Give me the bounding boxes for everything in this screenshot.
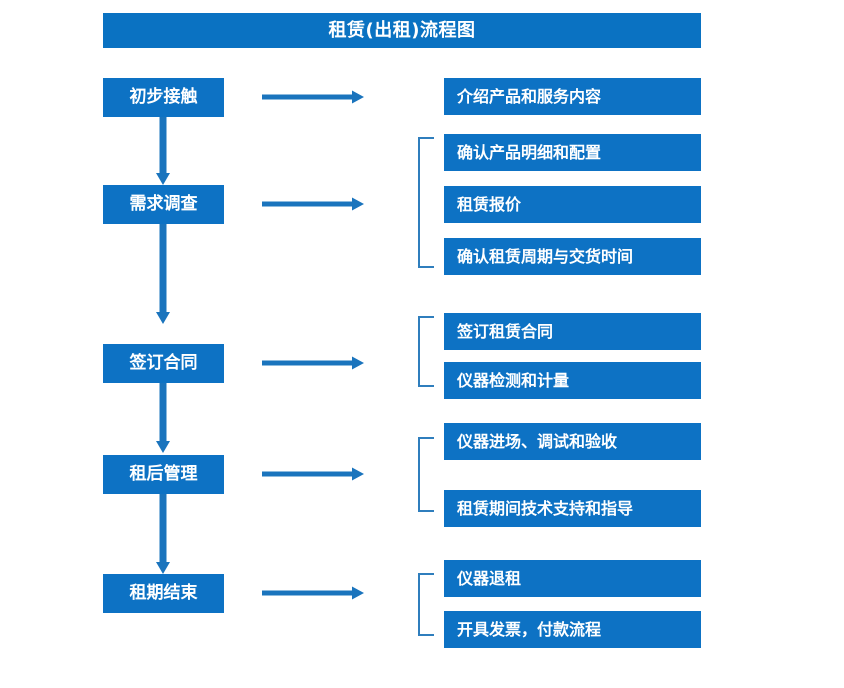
stage-label: 租期结束 xyxy=(129,583,198,603)
right-arrow-icon xyxy=(262,197,364,211)
detail-box-technical-support[interactable]: 租赁期间技术支持和指导 xyxy=(444,490,701,527)
down-arrow-icon xyxy=(156,494,170,574)
stage-label: 初步接触 xyxy=(129,87,198,107)
detail-label: 开具发票，付款流程 xyxy=(457,619,602,639)
stage-box-requirement-survey[interactable]: 需求调查 xyxy=(103,185,224,224)
stage-label: 租后管理 xyxy=(129,464,198,484)
detail-label: 签订租赁合同 xyxy=(457,321,554,341)
group-bracket-icon xyxy=(418,437,434,512)
detail-label: 仪器进场、调试和验收 xyxy=(457,431,618,451)
page-title: 租赁(出租)流程图 xyxy=(328,19,476,41)
right-arrow-icon xyxy=(262,356,364,370)
detail-label: 仪器检测和计量 xyxy=(457,370,570,390)
diagram-title-bar: 租赁(出租)流程图 xyxy=(103,13,701,48)
detail-box-instrument-entry-commission[interactable]: 仪器进场、调试和验收 xyxy=(444,423,701,460)
group-bracket-icon xyxy=(418,573,434,636)
right-arrow-icon xyxy=(262,90,364,104)
down-arrow-icon xyxy=(156,224,170,324)
stage-box-sign-contract[interactable]: 签订合同 xyxy=(103,344,224,383)
group-bracket-icon xyxy=(418,137,434,268)
detail-label: 仪器退租 xyxy=(457,568,522,588)
detail-box-instrument-inspection[interactable]: 仪器检测和计量 xyxy=(444,362,701,399)
stage-box-post-rental-management[interactable]: 租后管理 xyxy=(103,455,224,494)
down-arrow-icon xyxy=(156,117,170,185)
detail-box-confirm-period-delivery[interactable]: 确认租赁周期与交货时间 xyxy=(444,238,701,275)
stage-box-initial-contact[interactable]: 初步接触 xyxy=(103,78,224,117)
stage-label: 需求调查 xyxy=(129,194,198,214)
detail-label: 确认租赁周期与交货时间 xyxy=(457,246,634,266)
group-bracket-icon xyxy=(418,316,434,387)
detail-box-sign-rental-contract[interactable]: 签订租赁合同 xyxy=(444,313,701,350)
right-arrow-icon xyxy=(262,586,364,600)
down-arrow-icon xyxy=(156,383,170,453)
detail-label: 租赁报价 xyxy=(457,194,522,214)
stage-box-rental-end[interactable]: 租期结束 xyxy=(103,574,224,613)
detail-box-instrument-return[interactable]: 仪器退租 xyxy=(444,560,701,597)
right-arrow-icon xyxy=(262,467,364,481)
detail-box-confirm-product-spec[interactable]: 确认产品明细和配置 xyxy=(444,134,701,171)
detail-box-rental-quotation[interactable]: 租赁报价 xyxy=(444,186,701,223)
detail-box-invoice-payment[interactable]: 开具发票，付款流程 xyxy=(444,611,701,648)
detail-box-intro-products-services[interactable]: 介绍产品和服务内容 xyxy=(444,78,701,115)
stage-label: 签订合同 xyxy=(129,353,198,373)
detail-label: 确认产品明细和配置 xyxy=(457,142,602,162)
detail-label: 租赁期间技术支持和指导 xyxy=(457,498,634,518)
detail-label: 介绍产品和服务内容 xyxy=(457,86,602,106)
